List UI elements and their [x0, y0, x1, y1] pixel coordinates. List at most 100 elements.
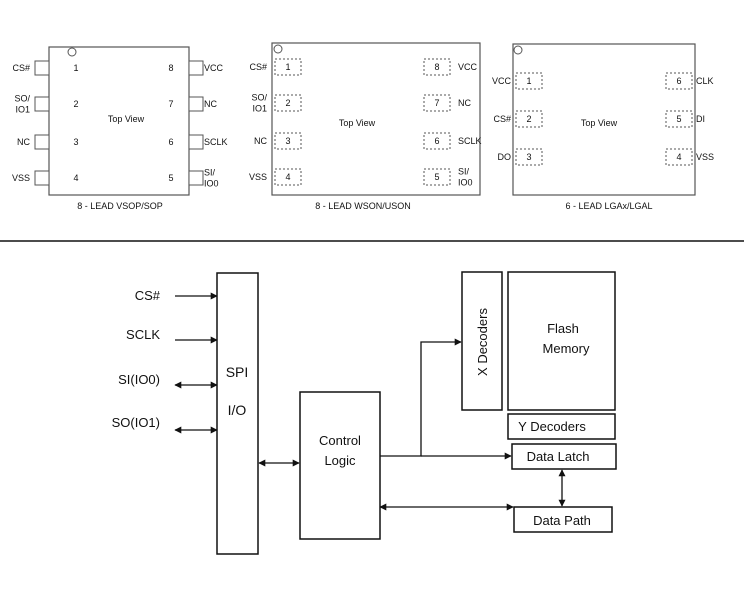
pin-number: 7 — [434, 98, 439, 108]
pin-pad — [423, 94, 451, 112]
pin-number: 6 — [434, 136, 439, 146]
pin1-marker — [513, 45, 523, 55]
pin-number: 8 — [168, 63, 173, 73]
logic-label: Logic — [324, 453, 356, 468]
pin-label: SO/IO1 — [14, 94, 30, 115]
pin-number: 8 — [434, 62, 439, 72]
signal-cs: CS# — [135, 288, 161, 303]
data-latch-label: Data Latch — [527, 449, 590, 464]
package-caption: 8 - LEAD WSON/USON — [315, 201, 411, 211]
data-latch-box — [511, 443, 617, 470]
pin-number: 7 — [168, 99, 173, 109]
package-caption: 8 - LEAD VSOP/SOP — [77, 201, 163, 211]
pin-label: NC — [204, 99, 217, 109]
pin-number: 2 — [526, 114, 531, 124]
pin-pad — [423, 58, 451, 76]
data-path-label: Data Path — [533, 513, 591, 528]
pin-label: NC — [458, 98, 471, 108]
pin-number: 5 — [434, 172, 439, 182]
pin-lead — [34, 134, 50, 150]
top-view-label: Top View — [581, 118, 618, 128]
arrow-control-xdec — [380, 338, 462, 457]
pin-label: VSS — [249, 172, 267, 182]
x-decoders-box — [461, 271, 503, 411]
pin-pad — [515, 148, 543, 166]
spi-label: SPI — [226, 364, 249, 380]
pin-label: NC — [17, 137, 30, 147]
pin-pad — [274, 94, 302, 112]
spi-io-box — [216, 272, 259, 555]
pin-pad — [515, 110, 543, 128]
top-view-label: Top View — [339, 118, 376, 128]
pin-label: VCC — [492, 76, 512, 86]
pin1-marker — [273, 44, 283, 54]
pin-pad — [423, 132, 451, 150]
x-decoders-label: X Decoders — [475, 308, 490, 376]
pin-number: 1 — [285, 62, 290, 72]
pin-number: 2 — [285, 98, 290, 108]
y-decoders-label: Y Decoders — [518, 419, 586, 434]
pin-number: 1 — [73, 63, 78, 73]
pin-label: VCC — [204, 63, 224, 73]
pin-number: 3 — [285, 136, 290, 146]
package-2: Top View 8 - LEAD WSON/USON 1 CS# 2 SO/IO1 3 NC… — [249, 42, 482, 211]
pin-pad — [665, 72, 693, 90]
flash-label: Flash — [547, 321, 579, 336]
pin-lead — [34, 60, 50, 76]
pin-label: NC — [254, 136, 267, 146]
pin-lead — [188, 170, 204, 186]
control-label: Control — [319, 433, 361, 448]
pin-label: CS# — [249, 62, 267, 72]
pin-label: DO — [498, 152, 512, 162]
pin1-marker — [67, 47, 77, 57]
pin-label: DI — [696, 114, 705, 124]
pin-label: SI/IO0 — [204, 168, 219, 189]
control-logic-box — [299, 391, 381, 540]
pin-number: 4 — [676, 152, 681, 162]
pin-label: SCLK — [204, 137, 228, 147]
data-path-box — [513, 506, 613, 533]
pin-pad — [665, 110, 693, 128]
pin-number: 6 — [168, 137, 173, 147]
block-diagram: CS# SCLK SI(IO0) SO(IO1) SPI I/O Control… — [112, 271, 617, 555]
pin-label: CS# — [12, 63, 30, 73]
pin-lead — [34, 96, 50, 112]
memory-label: Memory — [543, 341, 590, 356]
pin-label: VSS — [696, 152, 714, 162]
pin-number: 6 — [676, 76, 681, 86]
pin-lead — [188, 134, 204, 150]
pin-label: CLK — [696, 76, 714, 86]
signal-si: SI(IO0) — [118, 372, 160, 387]
pin-number: 1 — [526, 76, 531, 86]
pin-number: 4 — [73, 173, 78, 183]
pin-pad — [274, 168, 302, 186]
pin-pad — [665, 148, 693, 166]
pin-number: 3 — [526, 152, 531, 162]
pin-number: 5 — [168, 173, 173, 183]
pin-lead — [188, 96, 204, 112]
pin-label: SO/IO1 — [251, 93, 267, 114]
pin-pad — [515, 72, 543, 90]
pin-label: SCLK — [458, 136, 482, 146]
pin-label: CS# — [493, 114, 511, 124]
pin-number: 2 — [73, 99, 78, 109]
pin-label: VSS — [12, 173, 30, 183]
flash-memory-box — [507, 271, 616, 411]
pin-lead — [34, 170, 50, 186]
pin-number: 4 — [285, 172, 290, 182]
package-body — [512, 43, 696, 196]
pin-pad — [423, 168, 451, 186]
signal-sclk: SCLK — [126, 327, 160, 342]
pin-label: VCC — [458, 62, 478, 72]
pin-label: SI/IO0 — [458, 167, 473, 188]
top-view-label: Top View — [108, 114, 145, 124]
pin-lead — [188, 60, 204, 76]
package-body — [48, 46, 190, 196]
pin-pad — [274, 132, 302, 150]
signal-so: SO(IO1) — [112, 415, 160, 430]
pin-pad — [274, 58, 302, 76]
